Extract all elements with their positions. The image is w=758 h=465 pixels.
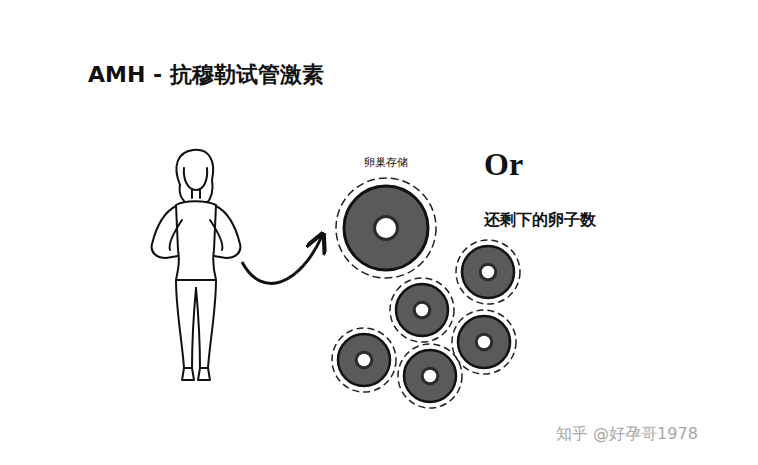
egg-cell — [456, 240, 520, 304]
circle-outline — [334, 155, 438, 280]
egg-cell — [332, 328, 396, 392]
pointer-arrow — [242, 236, 322, 283]
egg-cell — [398, 344, 462, 408]
eggs-label: 还剩下的卵子数 — [484, 210, 596, 231]
title: AMH - 抗穆勒试管激素 — [88, 60, 324, 90]
or-label: Or — [484, 146, 523, 183]
egg-cell — [452, 310, 516, 374]
woman-figure — [152, 150, 241, 380]
node-label: 卵巢存储 — [334, 155, 438, 170]
egg-cell — [390, 278, 454, 342]
egg-cells — [332, 240, 520, 408]
watermark: 知乎 @好孕哥1978 — [556, 424, 698, 445]
ovary-circle: 卵巢存储 — [334, 155, 438, 280]
